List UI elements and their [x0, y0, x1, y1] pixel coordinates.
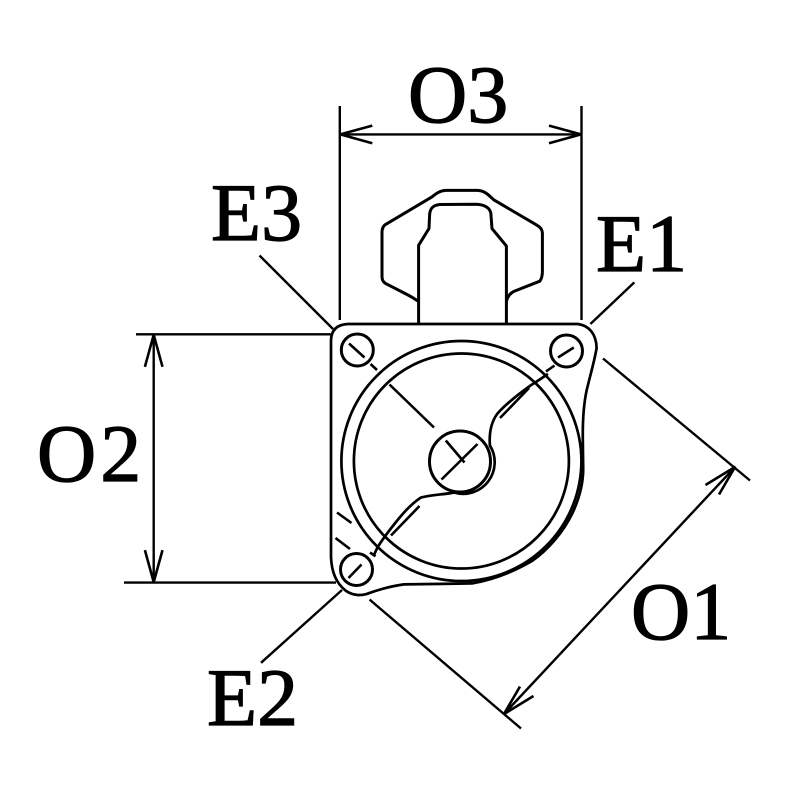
- svg-text:O1: O1: [631, 566, 731, 657]
- svg-text:E2: E2: [207, 652, 298, 743]
- svg-text:E1: E1: [596, 198, 687, 289]
- svg-text:E3: E3: [211, 167, 302, 258]
- svg-text:O3: O3: [408, 49, 508, 140]
- svg-text:O2: O2: [37, 408, 145, 499]
